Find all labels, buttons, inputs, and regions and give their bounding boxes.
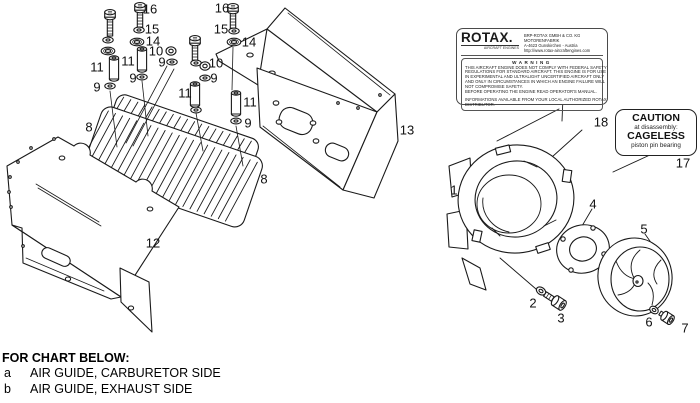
air-guide-exhaust-part [215,7,399,199]
washer-part-6 [649,305,659,315]
part-number-label: 9 [129,70,137,86]
leader-lines [496,96,653,310]
fan-gasket-part [556,224,610,274]
part-number-label: 1 [450,182,458,198]
part-number-label: 8 [260,171,268,187]
part-number-label: 17 [675,155,691,171]
part-number-label: 3 [557,310,565,326]
rotax-brand-text: ROTAX. [461,30,513,45]
part-number-label: 11 [121,53,135,69]
air-guide-carburetor-part [6,136,180,333]
assembly-axis-lines [109,46,244,167]
part-number-label: 15 [213,21,229,37]
part-number-label: 15 [144,21,160,37]
caution-bearing-text: piston pin bearing [631,142,681,149]
rotax-plate-header: ROTAX. AIRCRAFT ENGINES BRP-ROTAX GMBH &… [461,30,603,56]
caution-cageless-text: CAGELESS [627,130,685,142]
legend-label: AIR GUIDE, EXHAUST SIDE [30,382,193,396]
caution-subtitle: at disassembly: [634,124,678,131]
part-number-label: 7 [681,320,689,336]
warning-line: THIS AIRCRAFT ENGINE DOES NOT COMPLY WIT… [465,64,607,70]
fan-housing-part [446,144,575,291]
rotax-brand-subtext: AIRCRAFT ENGINES [461,45,519,51]
part-number-label: 10 [208,55,224,71]
legend-key: b [4,382,11,396]
legend-heading: FOR CHART BELOW: [2,351,130,365]
legend-row-b: b AIR GUIDE, EXHAUST SIDE [2,382,221,397]
legend: FOR CHART BELOW: a AIR GUIDE, CARBURETOR… [2,351,221,397]
part-number-label: 11 [90,59,104,75]
rotax-engine-data-plate: ROTAX. AIRCRAFT ENGINES BRP-ROTAX GMBH &… [456,28,608,111]
part-number-label: 11 [243,94,257,110]
rotax-logo: ROTAX. AIRCRAFT ENGINES [461,30,519,51]
hex-nut [165,46,177,56]
part-number-label: 6 [645,314,653,330]
part-number-label: 16 [214,0,230,16]
part-number-label: 13 [399,122,415,138]
rotax-warning-box: WARNING THIS AIRCRAFT ENGINE DOES NOT CO… [461,58,607,111]
warning-line: AND ONLY IN CIRCUMSTANCES IN WHICH AN EN… [465,79,606,85]
part-number-label: 11 [178,85,192,101]
company-line: http://www.rotax-aircraftengines.com [524,48,591,53]
part-number-label: 9 [158,54,166,70]
company-line: MOTORENFABRIK [524,38,560,43]
warning-line: BEFORE OPERATING THE ENGINE READ OPERATO… [465,89,597,95]
company-line: A-4623 Gunskirchen - Austria [524,43,578,48]
part-number-label: 12 [145,235,161,251]
part-number-label: 10 [148,43,164,59]
part-number-label: 14 [145,33,161,49]
part-number-label: 9 [93,79,101,95]
part-number-label: 2 [529,295,537,311]
legend-key: a [4,366,11,380]
part-number-label: 5 [640,221,648,237]
caution-sticker: CAUTION at disassembly: CAGELESS piston … [615,109,697,156]
part-number-label: 4 [589,196,597,212]
legend-row-a: a AIR GUIDE, CARBURETOR SIDE [2,366,221,381]
caution-title: CAUTION [632,112,680,124]
warning-line: NOT COMPROMISE SAFETY. [465,84,523,90]
legend-label: AIR GUIDE, CARBURETOR SIDE [30,366,221,380]
info-line: DISTRIBUTOR. [465,101,495,107]
part-number-label: 8 [85,119,93,135]
info-line: INFORMATIONS AVAILABLE FROM YOUR LOCAL A… [465,96,607,102]
socket-bolt-part-3 [543,291,567,311]
warning-title: WARNING [512,60,552,65]
part-number-label: 9 [244,115,252,131]
part-number-label: 14 [241,34,257,50]
cylinder-head-block [76,94,263,228]
part-number-label: 9 [210,70,218,86]
warning-line: REGULATIONS FOR STANDARD AIRCRAFT. THIS … [465,69,606,75]
rotax-company-address: BRP-ROTAX GMBH & CO. KG MOTORENFABRIK A-… [524,32,590,53]
part-number-label: 18 [593,114,609,130]
company-line: BRP-ROTAX GMBH & CO. KG [524,33,581,38]
part-number-label: 16 [142,1,158,17]
warning-line: IN EXPERIMENTAL AND ULTRALIGHT UNCERTIFI… [465,74,605,80]
fan-wheel-part [597,237,673,317]
socket-bolt-part-7 [658,310,675,326]
